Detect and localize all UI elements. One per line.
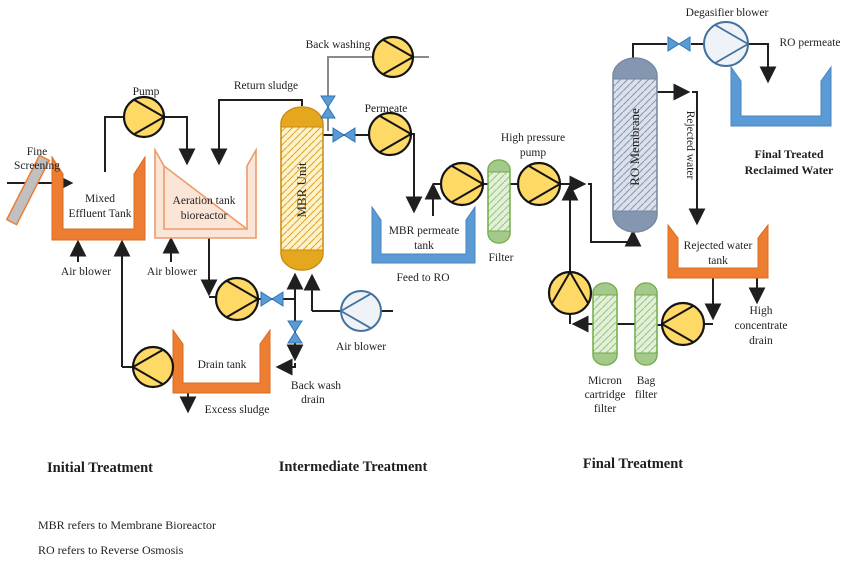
air-blower-label-2: Air blower bbox=[147, 266, 197, 278]
mbr-permeate-tank bbox=[371, 205, 476, 264]
excess-sludge-label: Excess sludge bbox=[205, 404, 270, 416]
mbr-feed-valve bbox=[260, 291, 284, 307]
bag-filter-label-1: Bag bbox=[637, 375, 656, 387]
bag-filter-label-2: filter bbox=[635, 389, 658, 401]
permeate-pump bbox=[367, 111, 413, 157]
labels: Fine Screening Pump Mixed Effluent Tank … bbox=[14, 7, 840, 416]
final-treated-water-tank bbox=[730, 65, 832, 127]
degasifier-blower-label: Degasifier blower bbox=[686, 7, 769, 19]
back-wash-drain-label-2: drain bbox=[301, 394, 325, 406]
air-blower-label-3: Air blower bbox=[336, 341, 386, 353]
aeration-tank bbox=[154, 146, 257, 239]
permeate-valve bbox=[332, 127, 356, 143]
ro-permeate-line1 bbox=[632, 43, 667, 58]
backwash-valve bbox=[320, 95, 336, 119]
feed-to-ro-label: Feed to RO bbox=[396, 272, 449, 284]
filter-vessel bbox=[487, 159, 511, 244]
initial-treatment-header: Initial Treatment bbox=[47, 460, 153, 476]
transfer-pump bbox=[439, 161, 485, 207]
mixed-effluent-tank bbox=[51, 155, 146, 241]
section-headers: Initial Treatment Intermediate Treatment… bbox=[47, 456, 683, 476]
fine-screening-label-2: Screening bbox=[14, 160, 60, 172]
pump-to-aeration-line bbox=[164, 116, 196, 166]
pump-label: Pump bbox=[133, 86, 160, 98]
footnote-ro: RO refers to Reverse Osmosis bbox=[38, 543, 184, 557]
footnotes: MBR refers to Membrane Bioreactor RO ref… bbox=[38, 518, 216, 557]
degasifier-blower bbox=[703, 21, 749, 67]
rejected-water-tank bbox=[667, 223, 769, 279]
tank-to-pump-line bbox=[104, 116, 124, 172]
mbr-unit-vessel bbox=[280, 106, 324, 271]
hp-pump-label-2: pump bbox=[520, 147, 546, 159]
filter-label: Filter bbox=[489, 252, 514, 264]
degasifier-valve bbox=[667, 36, 691, 52]
rejected-water-label: Rejected water bbox=[684, 111, 696, 180]
drain-pump bbox=[131, 345, 175, 389]
mbr-top-cap bbox=[280, 106, 324, 128]
ro-bottom-cap bbox=[612, 210, 658, 233]
hp-pump-label-1: High pressure bbox=[501, 132, 565, 144]
ro-top-cap bbox=[612, 57, 658, 80]
permeate-label: Permeate bbox=[365, 103, 408, 115]
backwashing-line bbox=[327, 56, 373, 131]
rejected-water-line bbox=[688, 91, 706, 226]
return-sludge-line bbox=[210, 99, 303, 166]
ro-permeate-line3 bbox=[748, 43, 777, 84]
drain-tank bbox=[172, 328, 271, 394]
permeate-to-tank-line bbox=[405, 133, 423, 214]
mbr-permeate-tank-label-1: MBR permeate bbox=[389, 225, 460, 237]
bag-filter-vessel bbox=[634, 282, 658, 366]
fine-screening-label-1: Fine bbox=[27, 146, 47, 158]
intermediate-treatment-header: Intermediate Treatment bbox=[279, 459, 428, 475]
rejected-tank-label-2: tank bbox=[708, 255, 728, 267]
high-concentrate-label-3: drain bbox=[749, 335, 773, 347]
backwashing-pump bbox=[371, 35, 415, 79]
rejected-tank-label-1: Rejected water bbox=[684, 240, 753, 252]
mixed-tank-label-2: Effluent Tank bbox=[69, 208, 132, 220]
mbr-bottom-cap bbox=[280, 249, 324, 271]
micron-filter-label-1: Micron bbox=[588, 375, 622, 387]
backwash-drain-valve bbox=[287, 320, 303, 344]
mixed-tank-label-1: Mixed bbox=[85, 193, 115, 205]
feed-pump bbox=[122, 95, 166, 139]
back-wash-drain-label-1: Back wash bbox=[291, 380, 341, 392]
mbr-air-blower bbox=[340, 290, 382, 332]
final-water-label-2: Reclaimed Water bbox=[745, 163, 834, 177]
mbr-unit-label: MBR Unit bbox=[294, 162, 309, 218]
recycle-pump bbox=[547, 270, 593, 316]
micron-filter-label-2: cartridge bbox=[585, 389, 626, 401]
micron-filter-label-3: filter bbox=[594, 403, 617, 415]
final-water-label-1: Final Treated bbox=[755, 147, 824, 161]
fine-screen-bar bbox=[5, 154, 51, 226]
rejected-water-pump bbox=[660, 301, 706, 347]
mbr-permeate-tank-label-2: tank bbox=[414, 240, 434, 252]
high-concentrate-label-1: High bbox=[750, 305, 773, 317]
high-concentrate-label-2: concentrate bbox=[735, 320, 788, 332]
micron-cartridge-filter-vessel bbox=[592, 282, 618, 366]
ro-membrane-vessel bbox=[612, 57, 658, 233]
footnote-mbr: MBR refers to Membrane Bioreactor bbox=[38, 518, 216, 532]
aeration-discharge-pump bbox=[214, 276, 260, 322]
aeration-tank-label-1: Aeration tank bbox=[173, 195, 236, 207]
ro-membrane-label: RO Membrane bbox=[627, 108, 642, 186]
return-sludge-label: Return sludge bbox=[234, 80, 298, 92]
back-washing-label: Back washing bbox=[306, 39, 371, 51]
ro-permeate-label: RO permeate bbox=[780, 37, 841, 49]
aeration-tank-label-2: bioreactor bbox=[181, 210, 228, 222]
air-blower-label-1: Air blower bbox=[61, 266, 111, 278]
fine-screen bbox=[5, 154, 51, 226]
backwash-to-drain-line bbox=[275, 358, 296, 376]
ro-feed-line bbox=[588, 183, 642, 247]
high-pressure-pump bbox=[516, 161, 562, 207]
drain-tank-label: Drain tank bbox=[198, 359, 247, 371]
final-treatment-header: Final Treatment bbox=[583, 456, 683, 472]
